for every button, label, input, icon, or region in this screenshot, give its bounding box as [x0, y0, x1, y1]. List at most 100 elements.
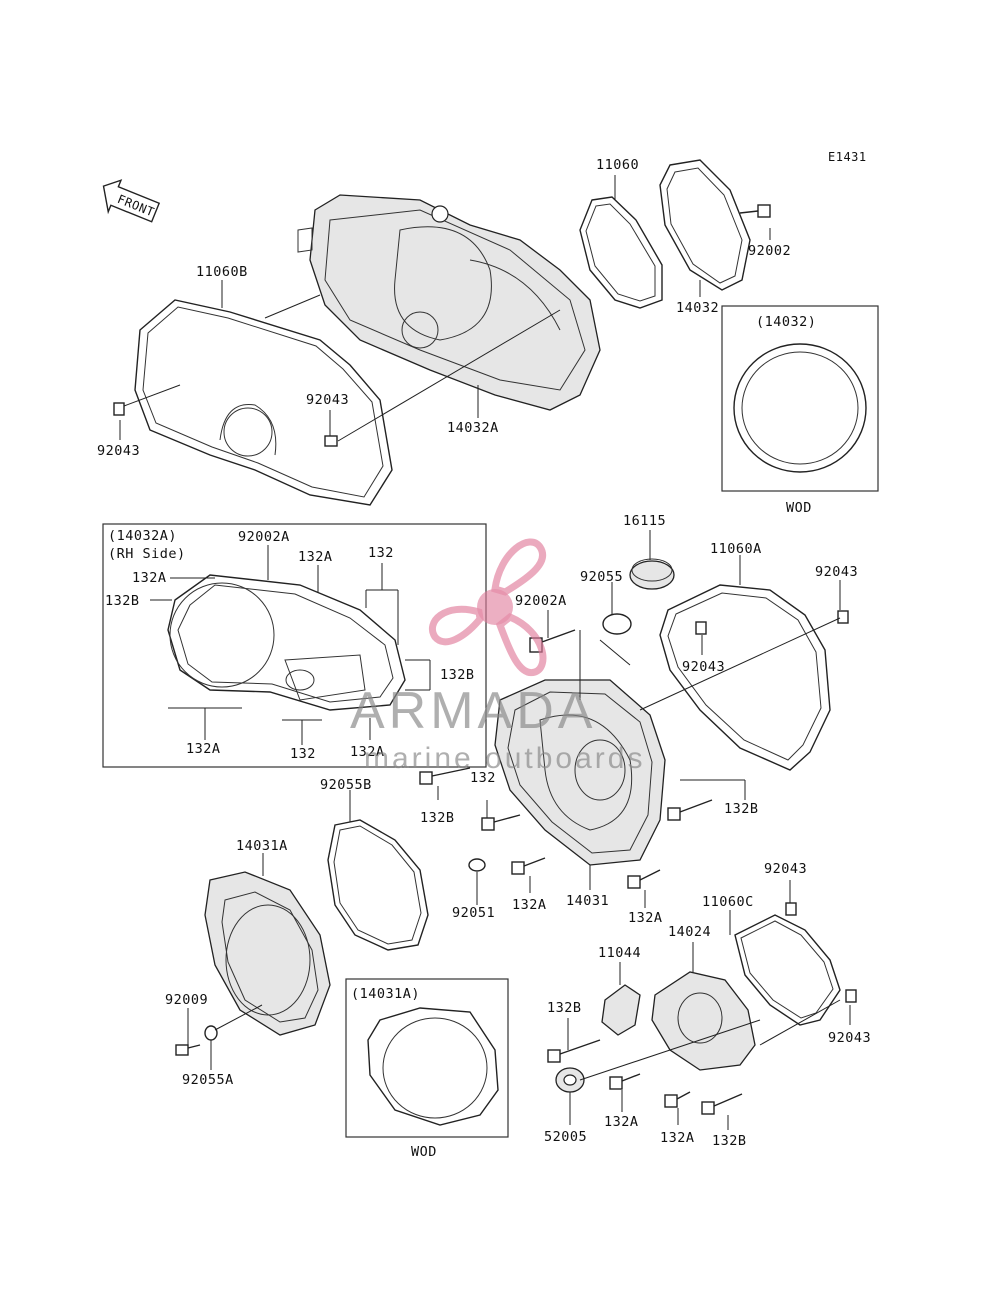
propeller-icon	[428, 538, 547, 677]
inset-label-132A-1: 132A	[132, 570, 167, 586]
label-132A-lower: 132A	[512, 897, 547, 913]
label-92043-inner: 92043	[682, 659, 725, 675]
watermark-logo: ARMADA marine outboards	[350, 538, 645, 775]
label-16115: 16115	[623, 513, 666, 529]
label-52005: 52005	[544, 1129, 587, 1145]
leader-lines-middle	[437, 530, 841, 908]
diagram-code: E1431	[828, 150, 867, 164]
bolt-92009-icon	[175, 1044, 201, 1056]
gasket-11060C	[734, 914, 841, 1026]
gasket-11060B	[134, 299, 393, 506]
watermark-tagline: marine outboards	[364, 742, 645, 775]
inset-14032A-subtitle: (RH Side)	[108, 546, 186, 562]
inset-label-132-b: 132	[290, 746, 316, 762]
bolt-132B-left-icon	[547, 1039, 601, 1063]
leader-lines-lower-left	[187, 790, 351, 1070]
inset-14031A-title: (14031A)	[351, 986, 420, 1002]
label-92055B: 92055B	[320, 777, 372, 793]
leader-lines-inset	[150, 545, 431, 745]
label-92043-bottom: 92043	[828, 1030, 871, 1046]
bolt-132B-upper-icon	[419, 767, 471, 785]
label-132B-right: 132B	[724, 801, 759, 817]
o-ring-92055-icon	[602, 613, 632, 635]
label-132: 132	[470, 770, 496, 786]
bracket-11044	[601, 984, 641, 1036]
inset-14032-footer: WOD	[786, 500, 812, 516]
filler-cap-16115-icon	[629, 558, 675, 590]
label-11060A: 11060A	[710, 541, 762, 557]
inset-14032-title: (14032)	[756, 314, 816, 330]
bolt-132B-b-icon	[701, 1093, 743, 1115]
bolt-132-icon	[481, 814, 521, 831]
front-arrow-icon: FRONT	[102, 179, 161, 223]
cover-14031A	[204, 871, 331, 1036]
bolt-132A-a-icon	[609, 1073, 641, 1090]
label-92002A: 92002A	[515, 593, 567, 609]
leader-lines-lower-right	[567, 880, 851, 1130]
dowel-pin-92043-top-icon	[785, 902, 797, 916]
label-14031A: 14031A	[236, 838, 288, 854]
label-132A-b: 132A	[660, 1130, 695, 1146]
label-92002: 92002	[748, 243, 791, 259]
label-92051: 92051	[452, 905, 495, 921]
label-92043-center: 92043	[306, 392, 349, 408]
label-11044: 11044	[598, 945, 641, 961]
watermark-brand: ARMADA	[350, 682, 596, 740]
label-14032: 14032	[676, 300, 719, 316]
inset-label-132B: 132B	[105, 593, 140, 609]
label-11060: 11060	[596, 157, 639, 173]
o-ring-92055A-icon	[204, 1025, 218, 1041]
dowel-pin-92043-center-icon	[324, 435, 338, 447]
label-132A-a: 132A	[604, 1114, 639, 1130]
label-92043-right: 92043	[815, 564, 858, 580]
lower-bolts	[547, 1039, 743, 1115]
gasket-11060	[579, 196, 663, 309]
leader-lines-top	[119, 175, 771, 442]
bolt-132A-right-icon	[627, 869, 661, 889]
dowel-pin-92043-bottom-icon	[845, 989, 857, 1003]
label-92055A: 92055A	[182, 1072, 234, 1088]
label-92055: 92055	[580, 569, 623, 585]
oil-seal-52005-icon	[555, 1067, 585, 1093]
crankcase-cover-14032A	[297, 194, 601, 411]
label-14032A: 14032A	[447, 420, 499, 436]
label-132B-left: 132B	[547, 1000, 582, 1016]
bolt-132B-right-icon	[667, 799, 713, 821]
inset-label-92002A: 92002A	[238, 529, 290, 545]
label-92043-left: 92043	[97, 443, 140, 459]
inset-box-14031A: (14031A) WOD	[345, 978, 509, 1160]
inset-label-132A-4: 132A	[350, 744, 385, 760]
gasket-11060A	[659, 584, 831, 771]
label-92043-top: 92043	[764, 861, 807, 877]
label-11060C: 11060C	[702, 894, 754, 910]
bolt-92002-icon	[739, 204, 771, 218]
dowel-pin-92043-inner-icon	[695, 621, 707, 635]
inset-box-14032A: (14032A) (RH Side)	[102, 523, 487, 768]
gasket-14032	[659, 159, 751, 291]
cover-14024	[651, 971, 756, 1071]
gasket-92055B	[327, 819, 429, 951]
inset-label-132A-2: 132A	[298, 549, 333, 565]
inset-14032A-title: (14032A)	[108, 528, 177, 544]
cover-bolts	[419, 629, 713, 889]
inset-14031A-footer: WOD	[411, 1144, 437, 1160]
label-92009: 92009	[165, 992, 208, 1008]
dowel-pin-92043-left-icon	[113, 402, 125, 416]
label-132A-right: 132A	[628, 910, 663, 926]
inset-label-132-a: 132	[368, 545, 394, 561]
label-14024: 14024	[668, 924, 711, 940]
inset-label-132A-3: 132A	[186, 741, 221, 757]
label-11060B: 11060B	[196, 264, 248, 280]
bolt-132A-lower-icon	[511, 857, 546, 875]
label-132B-upper: 132B	[420, 810, 455, 826]
dowel-pin-92043-right-icon	[837, 610, 849, 624]
clutch-cover-14031	[494, 679, 666, 866]
label-132B-b: 132B	[712, 1133, 747, 1149]
inset-label-132B-b: 132B	[440, 667, 475, 683]
bolt-132A-b-icon	[664, 1091, 691, 1108]
washer-92051-icon	[468, 858, 486, 872]
inset-box-14032: (14032) WOD	[721, 305, 879, 516]
label-14031: 14031	[566, 893, 609, 909]
